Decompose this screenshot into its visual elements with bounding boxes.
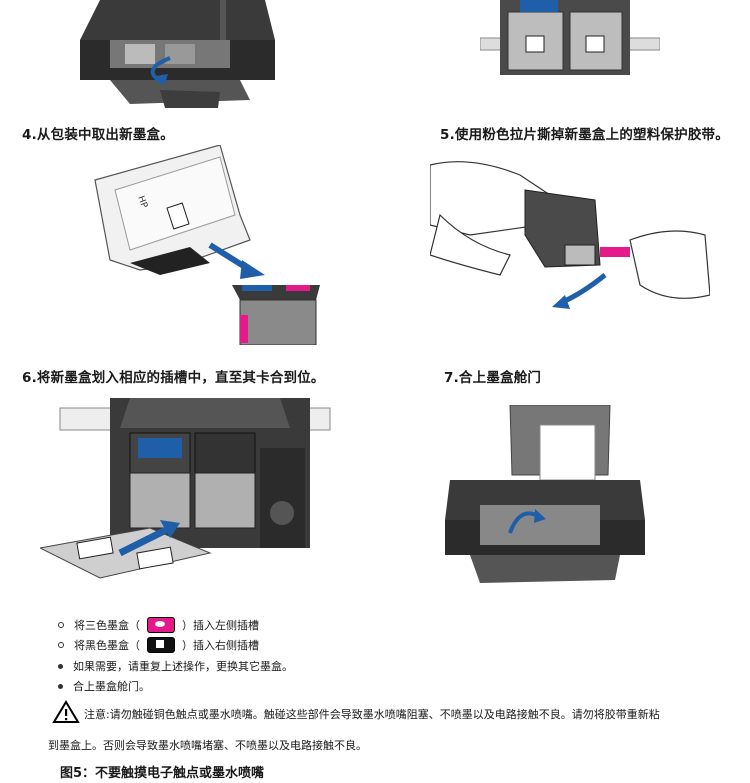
bullet-hollow-icon: [58, 642, 64, 648]
figure-caption: 图5：不要触摸电子触点或墨水喷嘴: [60, 766, 265, 781]
warning-icon: [52, 700, 80, 728]
bullet-repeat: 如果需要，请重复上述操作，更换其它墨盒。: [58, 658, 293, 674]
bullet-tricolor-pre: 将三色墨盒（: [74, 619, 140, 632]
step-5-heading: 5.使用粉色拉片撕掉新墨盒上的塑料保护胶带。: [440, 127, 729, 143]
bullet-close: 合上墨盒舱门。: [58, 678, 150, 694]
peel-tape-illustration: [429, 155, 711, 345]
package-cartridge-illustration: HP: [90, 144, 330, 346]
printer-open-illustration: [70, 0, 290, 112]
bullet-hollow-icon: [58, 622, 64, 628]
tricolor-cartridge-icon: [147, 617, 175, 633]
bullet-black-pre: 将黑色墨盒（: [74, 639, 140, 652]
carriage-cropped-illustration: [479, 0, 661, 80]
package-label: HP: [135, 195, 149, 210]
carriage-insert-illustration: [38, 388, 340, 588]
step-4-heading: 4.从包装中取出新墨盒。: [22, 127, 174, 143]
bullet-close-text: 合上墨盒舱门。: [73, 680, 150, 693]
bullet-black: 将黑色墨盒（ ）插入右侧插槽: [58, 637, 259, 653]
bullet-solid-icon: [58, 663, 63, 669]
black-cartridge-icon: [147, 637, 175, 653]
warning-line-2: 到墨盒上。否则会导致墨水喷嘴堵塞、不喷墨以及电路接触不良。: [48, 739, 367, 752]
step-7-heading: 7.合上墨盒舱门: [444, 370, 542, 386]
printer-close-illustration: [440, 404, 650, 585]
bullet-repeat-text: 如果需要，请重复上述操作，更换其它墨盒。: [73, 660, 293, 673]
bullet-black-post: ）插入右侧插槽: [182, 639, 259, 652]
step-6-heading: 6.将新墨盒划入相应的插槽中，直至其卡合到位。: [22, 370, 325, 386]
warning-line-1: 注意:请勿触碰铜色触点或墨水喷嘴。触碰这些部件会导致墨水喷嘴阻塞、不喷墨以及电路…: [84, 708, 660, 721]
bullet-tricolor-post: ）插入左侧插槽: [182, 619, 259, 632]
bullet-solid-icon: [58, 683, 63, 689]
bullet-tricolor: 将三色墨盒（ ）插入左侧插槽: [58, 617, 259, 633]
